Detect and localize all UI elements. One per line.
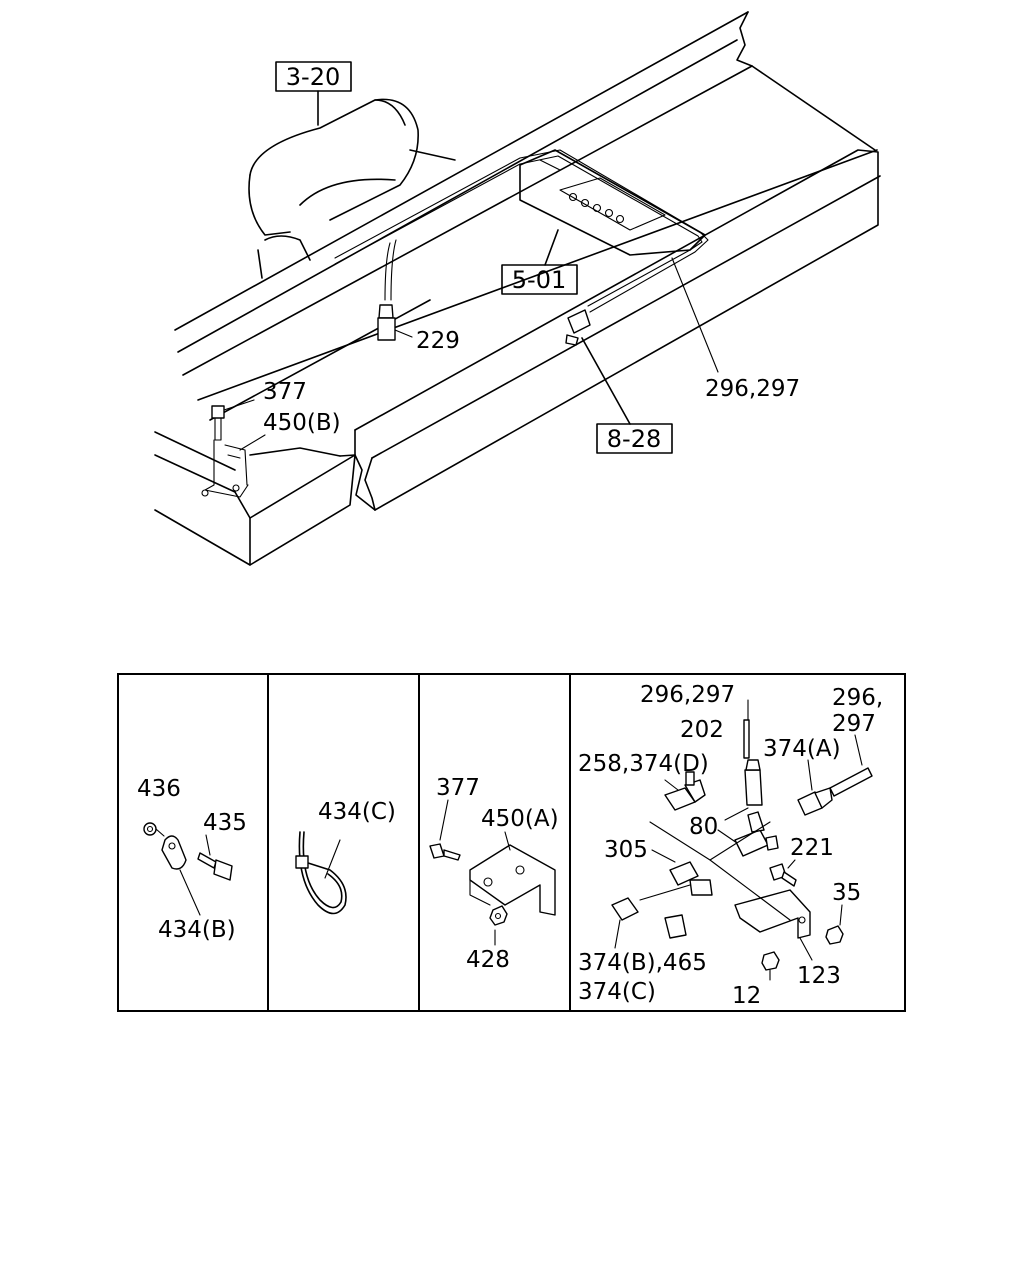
callout-leader <box>671 257 719 373</box>
callout-296-297-a: 296,297 <box>640 682 735 708</box>
callout-229: 229 <box>416 328 460 354</box>
ref-box-8-28[interactable]: 8-28 <box>596 423 673 454</box>
callout-450b: 450(B) <box>263 410 341 436</box>
callout-leader <box>239 434 266 451</box>
callout-221: 221 <box>790 835 834 861</box>
callout-35: 35 <box>832 880 861 906</box>
callout-377: 377 <box>436 775 480 801</box>
callout-428: 428 <box>466 947 510 973</box>
callout-450a: 450(A) <box>481 806 559 832</box>
callout-374a: 374(A) <box>763 736 841 762</box>
panel-clamp-b: 436 435 434(B) <box>137 776 247 943</box>
callout-12: 12 <box>732 983 761 1009</box>
ref-label: 5-01 <box>512 266 566 294</box>
callout-202: 202 <box>680 717 724 743</box>
callout-80: 80 <box>689 814 718 840</box>
ref-leader <box>544 229 559 266</box>
parts-table <box>117 673 906 1012</box>
callout-123: 123 <box>797 963 841 989</box>
ref-box-5-01[interactable]: 5-01 <box>501 264 578 295</box>
callout-297-b: 297 <box>832 711 876 737</box>
callout-374b-465: 374(B),465 <box>578 950 707 976</box>
ref-label: 3-20 <box>286 63 340 91</box>
panel-cable-tie: 434(C) <box>295 799 396 915</box>
callout-435: 435 <box>203 810 247 836</box>
callout-305: 305 <box>604 837 648 863</box>
ref-leader <box>581 337 631 425</box>
panel-pipe-fittings: 296,297 296, 297 202 374(A) 258,374(D) 8… <box>578 682 883 1009</box>
ref-box-3-20[interactable]: 3-20 <box>275 61 352 92</box>
callout-434b: 434(B) <box>158 917 236 943</box>
panel-bracket-a: 377 450(A) 428 <box>429 775 559 973</box>
ref-label: 8-28 <box>607 425 661 453</box>
callout-436: 436 <box>137 776 181 802</box>
callout-377: 377 <box>263 379 307 405</box>
callout-374c: 374(C) <box>578 979 656 1005</box>
callout-296-297: 296,297 <box>705 376 800 402</box>
callout-434c: 434(C) <box>318 799 396 825</box>
callout-258-374d: 258,374(D) <box>578 751 709 777</box>
callout-296-b: 296, <box>832 685 883 711</box>
chassis-frame-assembly <box>154 11 881 566</box>
